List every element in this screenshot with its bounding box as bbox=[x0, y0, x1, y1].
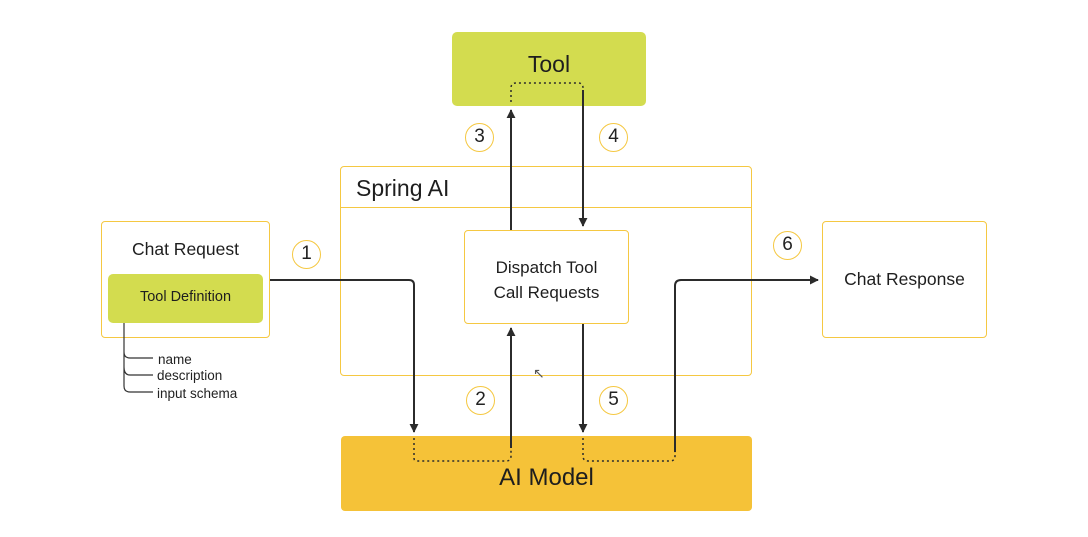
step-4-badge: 4 bbox=[599, 123, 628, 152]
field-name: name bbox=[158, 352, 192, 367]
tool-node: Tool bbox=[452, 32, 646, 106]
field-description: description bbox=[157, 368, 223, 383]
ai-model-label: AI Model bbox=[499, 464, 594, 491]
chat-response-node: Chat Response bbox=[822, 221, 987, 338]
ai-model-node: AI Model bbox=[341, 436, 752, 511]
dotted-model-path-left bbox=[413, 438, 512, 462]
dispatch-node: Dispatch Tool Call Requests bbox=[464, 230, 629, 324]
spring-ai-label: Spring AI bbox=[356, 175, 450, 201]
dotted-tool-path bbox=[510, 82, 584, 102]
spring-ai-divider bbox=[341, 207, 751, 208]
chat-request-label: Chat Request bbox=[131, 239, 239, 259]
step-2-badge: 2 bbox=[466, 386, 495, 415]
arrow-model-to-response bbox=[674, 275, 819, 452]
step-5-badge: 5 bbox=[599, 386, 628, 415]
field-tree-connector bbox=[123, 323, 153, 393]
tool-definition-node: Tool Definition bbox=[108, 274, 263, 323]
mouse-cursor-icon: ↖ bbox=[533, 365, 545, 381]
dotted-model-path-right bbox=[582, 438, 676, 462]
field-input-schema: input schema bbox=[157, 386, 238, 401]
step-6-badge: 6 bbox=[773, 231, 802, 260]
chat-response-label: Chat Response bbox=[844, 269, 965, 289]
arrow-request-to-model bbox=[270, 279, 419, 433]
tool-definition-label: Tool Definition bbox=[139, 289, 232, 305]
tool-label: Tool bbox=[527, 51, 571, 77]
step-3-badge: 3 bbox=[465, 123, 494, 152]
step-1-badge: 1 bbox=[292, 240, 321, 269]
dispatch-label: Dispatch Tool Call Requests bbox=[493, 258, 600, 302]
